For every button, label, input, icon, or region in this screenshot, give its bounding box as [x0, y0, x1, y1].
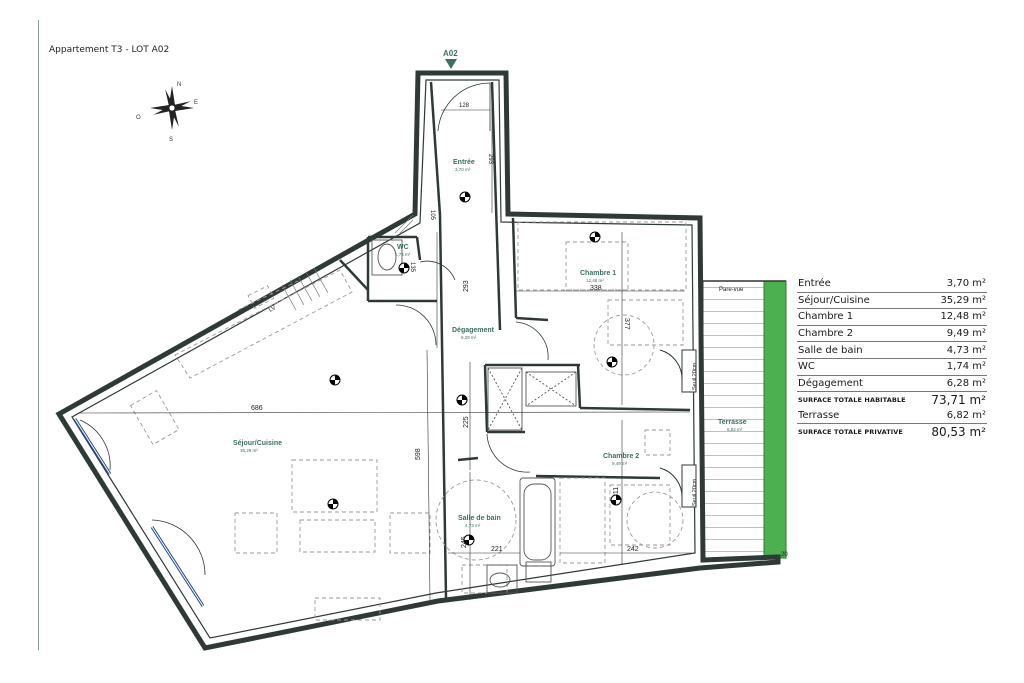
room-area-chambre2: 9,49 m² — [612, 461, 628, 466]
room-area-chambre1: 12,48 m² — [586, 278, 604, 283]
dim-377: 377 — [623, 318, 630, 330]
room-area-terrasse: 6,82 m² — [727, 427, 743, 432]
terrace-doors — [659, 349, 697, 508]
surface-total-habitable-label: SURFACE TOTALE HABITABLE — [798, 395, 906, 404]
left-margin-rule — [38, 20, 39, 650]
surface-row-label: Dégagement — [797, 375, 923, 393]
outer-walls — [55, 70, 781, 651]
lv-label: LV — [268, 305, 277, 314]
dim-686: 686 — [251, 405, 263, 412]
room-area-degagement: 6,28 m² — [461, 335, 477, 340]
dim-128: 128 — [459, 103, 470, 109]
room-name-sdb: Salle de bain — [458, 515, 501, 522]
room-name-chambre1: Chambre 1 — [580, 270, 616, 277]
surface-row-label: Entrée — [797, 276, 923, 293]
compass-north: N — [177, 82, 181, 88]
door-swings — [79, 82, 549, 576]
surface-row-value: 3,70 m² — [922, 276, 987, 293]
room-name-sejour: Séjour/Cuisine — [233, 440, 282, 447]
surface-row-value: 12,48 m² — [922, 308, 987, 326]
surface-row-label: Salle de bain — [797, 341, 923, 359]
compass-west: O — [136, 115, 141, 121]
dim-338: 338 — [590, 285, 602, 292]
dimension-labels: 128 293 293 338 377 686 225 598 311 245 … — [251, 103, 788, 558]
surface-row-value: 4,73 m² — [922, 341, 987, 359]
room-name-wc: WC — [397, 244, 409, 251]
room-area-sdb: 4,73 m² — [465, 523, 481, 528]
page-title: Appartement T3 - LOT A02 — [49, 45, 170, 55]
dim-225: 225 — [463, 416, 470, 428]
dim-221: 221 — [491, 546, 503, 553]
surface-total-privative: SURFACE TOTALE PRIVATIVE 80,53 m² — [797, 424, 987, 440]
pare-vue-label: Pare-vue — [719, 287, 744, 293]
compass-east: E — [194, 100, 198, 106]
room-name-chambre2: Chambre 2 — [603, 453, 639, 460]
room-area-entree: 3,70 m² — [455, 167, 471, 172]
interior-walls — [339, 81, 691, 599]
storage-hatch — [281, 214, 414, 311]
entrance-marker-label: A02 — [443, 49, 458, 58]
terrace — [702, 280, 787, 559]
surface-row-value: 6,28 m² — [922, 375, 987, 393]
entrance-marker: A02 — [443, 49, 458, 69]
sanitary-fixtures — [371, 239, 577, 594]
dim-105: 105 — [429, 210, 435, 221]
room-name-entree: Entrée — [453, 159, 475, 166]
compass-south: S — [169, 137, 173, 143]
dim-293-degagement: 293 — [463, 280, 470, 292]
windows — [73, 418, 205, 607]
surface-row-label: WC — [797, 358, 923, 376]
surface-row-value: 9,49 m² — [922, 325, 987, 343]
surface-total-privative-value: 80,53 m² — [931, 425, 986, 440]
surface-total-habitable-value: 73,71 m² — [931, 392, 986, 407]
seuil-label-2: Seuil 20cm — [692, 478, 698, 506]
room-name-terrasse: Terrasse — [718, 419, 747, 426]
surface-row-label: Chambre 2 — [797, 325, 923, 343]
light-fixtures — [327, 191, 622, 546]
room-labels: Entrée 3,70 m² WC 1,74 m² Chambre 1 12,4… — [233, 159, 747, 528]
surface-row-label: Chambre 1 — [797, 308, 923, 326]
compass-rose-icon: N S E O — [136, 82, 198, 143]
furniture — [129, 221, 687, 621]
room-name-degagement: Dégagement — [452, 327, 495, 334]
surface-terrasse-value: 6,82 m² — [922, 407, 987, 425]
surface-total-privative-label: SURFACE TOTALE PRIVATIVE — [798, 428, 903, 437]
planter-strip — [763, 280, 787, 559]
dim-293-entree: 293 — [487, 154, 493, 165]
seuil-label-1: Seuil 20cm — [692, 362, 698, 390]
surface-terrasse-label: Terrasse — [797, 407, 923, 425]
room-area-sejour: 35,29 m² — [240, 448, 258, 453]
surface-row-value: 1,74 m² — [922, 358, 987, 376]
room-area-wc: 1,74 m² — [395, 252, 411, 257]
dim-242: 242 — [627, 546, 639, 553]
dim-20: 20 — [781, 552, 788, 558]
surface-total-habitable: SURFACE TOTALE HABITABLE 73,71 m² — [797, 392, 987, 408]
surface-row-label: Séjour/Cuisine — [797, 292, 923, 310]
dim-598: 598 — [415, 448, 422, 460]
surface-row-value: 35,29 m² — [922, 292, 987, 310]
dim-135: 135 — [409, 262, 415, 273]
dim-311: 311 — [613, 487, 620, 498]
